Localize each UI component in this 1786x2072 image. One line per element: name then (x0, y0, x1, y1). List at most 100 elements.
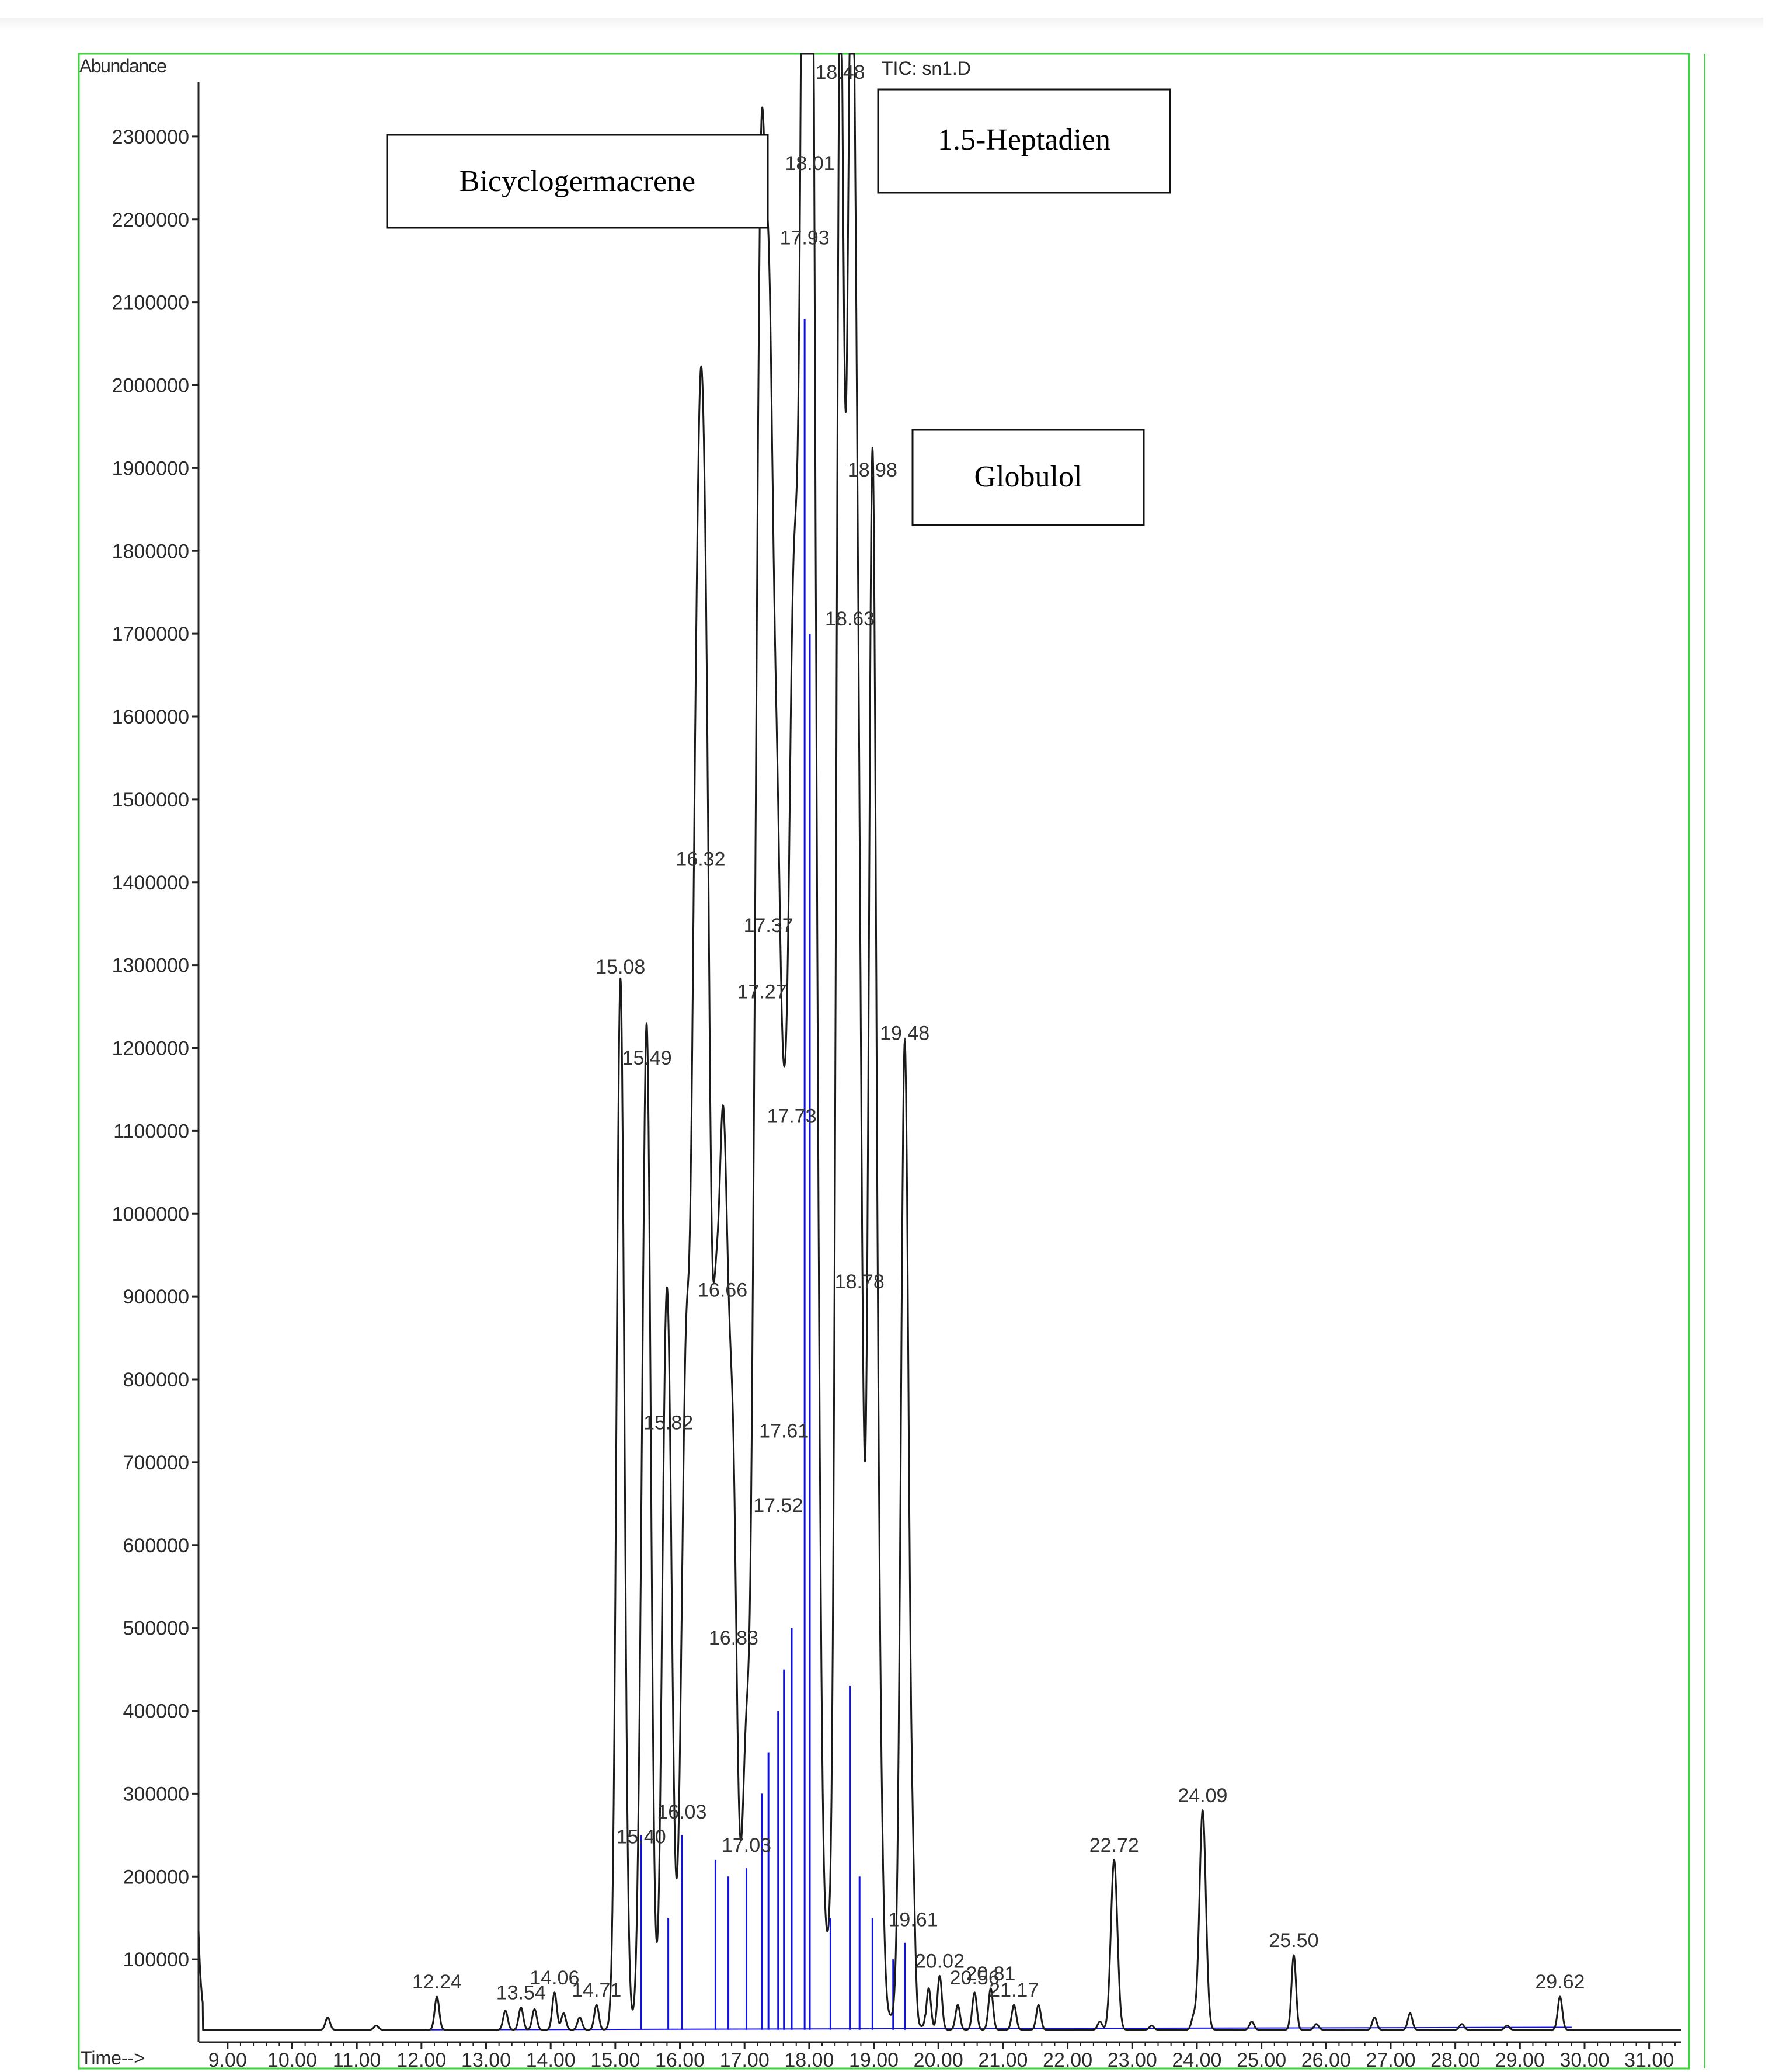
x-tick-label: 31.00 (1624, 2049, 1674, 2071)
y-tick-label: 400000 (123, 1701, 189, 1723)
y-axis-ticks: 100000 200000 300000 400000 500000 600000 7000… (112, 126, 199, 1971)
annotation-box (386, 134, 769, 229)
peak-label: 18.48 (815, 61, 865, 84)
plot-frame (78, 53, 1690, 2070)
y-tick-label: 1800000 (112, 540, 189, 562)
annotation-globulol: Globulol (911, 429, 1145, 526)
peak-label: 21.17 (989, 1979, 1039, 2001)
x-axis-prefix: Time--> (81, 2047, 145, 2068)
peak-label: 15.49 (622, 1047, 672, 1069)
peak-label: 16.66 (698, 1279, 747, 1301)
y-tick-label: 1700000 (112, 623, 189, 645)
annotation-text: Bicyclogermacrene (459, 165, 695, 198)
y-tick-label: 1600000 (112, 706, 189, 728)
annotation-box (911, 429, 1145, 526)
y-tick-label: 300000 (123, 1783, 189, 1805)
x-tick-label: 16.00 (655, 2049, 705, 2071)
peak-label: 12.24 (412, 1971, 462, 1993)
x-tick-label: 14.00 (526, 2049, 576, 2071)
peak-label: 17.93 (780, 227, 830, 249)
y-tick-label: 2000000 (112, 375, 189, 397)
y-tick-label: 900000 (123, 1286, 189, 1308)
y-tick-label: 1100000 (113, 1120, 189, 1142)
peak-label: 22.72 (1089, 1834, 1139, 1857)
x-tick-label: 20.00 (914, 2049, 963, 2071)
x-tick-label: 17.00 (720, 2049, 770, 2071)
peak-label: 19.48 (880, 1023, 929, 1045)
annotation-text: Globulol (974, 460, 1082, 493)
peak-label: 15.40 (617, 1826, 666, 1848)
peak-label: 20.02 (915, 1951, 965, 1973)
peak-label: 17.52 (753, 1494, 803, 1517)
integration-lines (421, 319, 1572, 2031)
x-tick-label: 26.00 (1301, 2049, 1351, 2071)
x-tick-label: 23.00 (1108, 2049, 1157, 2071)
peak-label: 18.63 (825, 608, 875, 630)
y-tick-label: 1400000 (112, 872, 189, 894)
file-label: TIC: sn1.D (882, 58, 971, 79)
x-tick-label: 15.00 (590, 2049, 640, 2071)
y-tick-label: 200000 (123, 1866, 189, 1888)
peak-label: 17.37 (744, 915, 793, 937)
annotation-bicyclogermacrene: Bicyclogermacrene (386, 134, 769, 229)
y-tick-label: 100000 (123, 1949, 189, 1971)
peak-label: 18.98 (848, 459, 897, 481)
x-tick-label: 24.00 (1172, 2049, 1221, 2071)
y-tick-label: 2100000 (112, 292, 189, 314)
x-tick-label: 19.00 (849, 2049, 899, 2071)
peak-label: 16.83 (709, 1627, 758, 1649)
annotation-text: 1.5-Heptadien (938, 123, 1110, 157)
y-tick-label: 700000 (123, 1452, 189, 1474)
peak-label: 17.03 (722, 1834, 771, 1857)
y-tick-label: 1200000 (112, 1038, 189, 1060)
top-bar (0, 18, 1763, 30)
peak-label: 29.62 (1535, 1971, 1585, 1993)
x-tick-label: 30.00 (1559, 2049, 1609, 2071)
peak-label: 15.08 (596, 956, 645, 978)
y-axis-title: Abundance (79, 55, 166, 77)
peak-label: 18.78 (835, 1271, 885, 1293)
peak-label: 19.61 (889, 1909, 938, 1931)
peak-label: 20.56 (950, 1967, 1000, 1989)
x-tick-label: 10.00 (267, 2049, 317, 2071)
y-tick-label: 800000 (123, 1369, 189, 1391)
peak-label: 20.81 (966, 1963, 1015, 1985)
x-tick-label: 18.00 (784, 2049, 834, 2071)
peak-label: 13.54 (496, 1981, 546, 2004)
y-tick-label: 1000000 (112, 1203, 189, 1225)
peak-label: 14.06 (530, 1967, 579, 1989)
peak-label: 25.50 (1269, 1930, 1318, 1952)
x-tick-label: 12.00 (396, 2049, 446, 2071)
x-tick-label: 11.00 (333, 2049, 381, 2071)
peak-label: 24.09 (1178, 1785, 1227, 1807)
annotation-heptadien: 1.5-Heptadien (877, 88, 1171, 194)
annotation-box (877, 88, 1171, 194)
tic-trace (197, 53, 1682, 2031)
peak-label: 17.61 (759, 1420, 809, 1442)
x-tick-label: 22.00 (1043, 2049, 1092, 2071)
axes (197, 82, 1681, 2043)
y-tick-label: 2200000 (112, 209, 189, 231)
peak-label: 15.82 (643, 1412, 693, 1434)
peak-label: 18.01 (785, 152, 834, 175)
peak-label: 17.73 (767, 1105, 816, 1127)
peak-label: 16.03 (657, 1801, 706, 1823)
y-tick-label: 1300000 (112, 955, 189, 977)
x-tick-label: 9.00 (208, 2049, 247, 2071)
y-tick-label: 1500000 (112, 789, 189, 811)
x-tick-label: 29.00 (1495, 2049, 1545, 2071)
x-tick-label: 25.00 (1237, 2049, 1286, 2071)
peak-label: 16.32 (676, 849, 725, 871)
peak-label: 14.71 (572, 1979, 621, 2001)
x-tick-label: 28.00 (1430, 2049, 1480, 2071)
x-tick-label: 21.00 (978, 2049, 1028, 2071)
y-tick-label: 600000 (123, 1535, 189, 1557)
peak-label: 17.27 (737, 981, 787, 1003)
y-tick-label: 500000 (123, 1618, 189, 1640)
x-tick-label: 27.00 (1366, 2049, 1415, 2071)
y-tick-label: 2300000 (112, 126, 189, 148)
y-tick-label: 1900000 (112, 457, 189, 479)
